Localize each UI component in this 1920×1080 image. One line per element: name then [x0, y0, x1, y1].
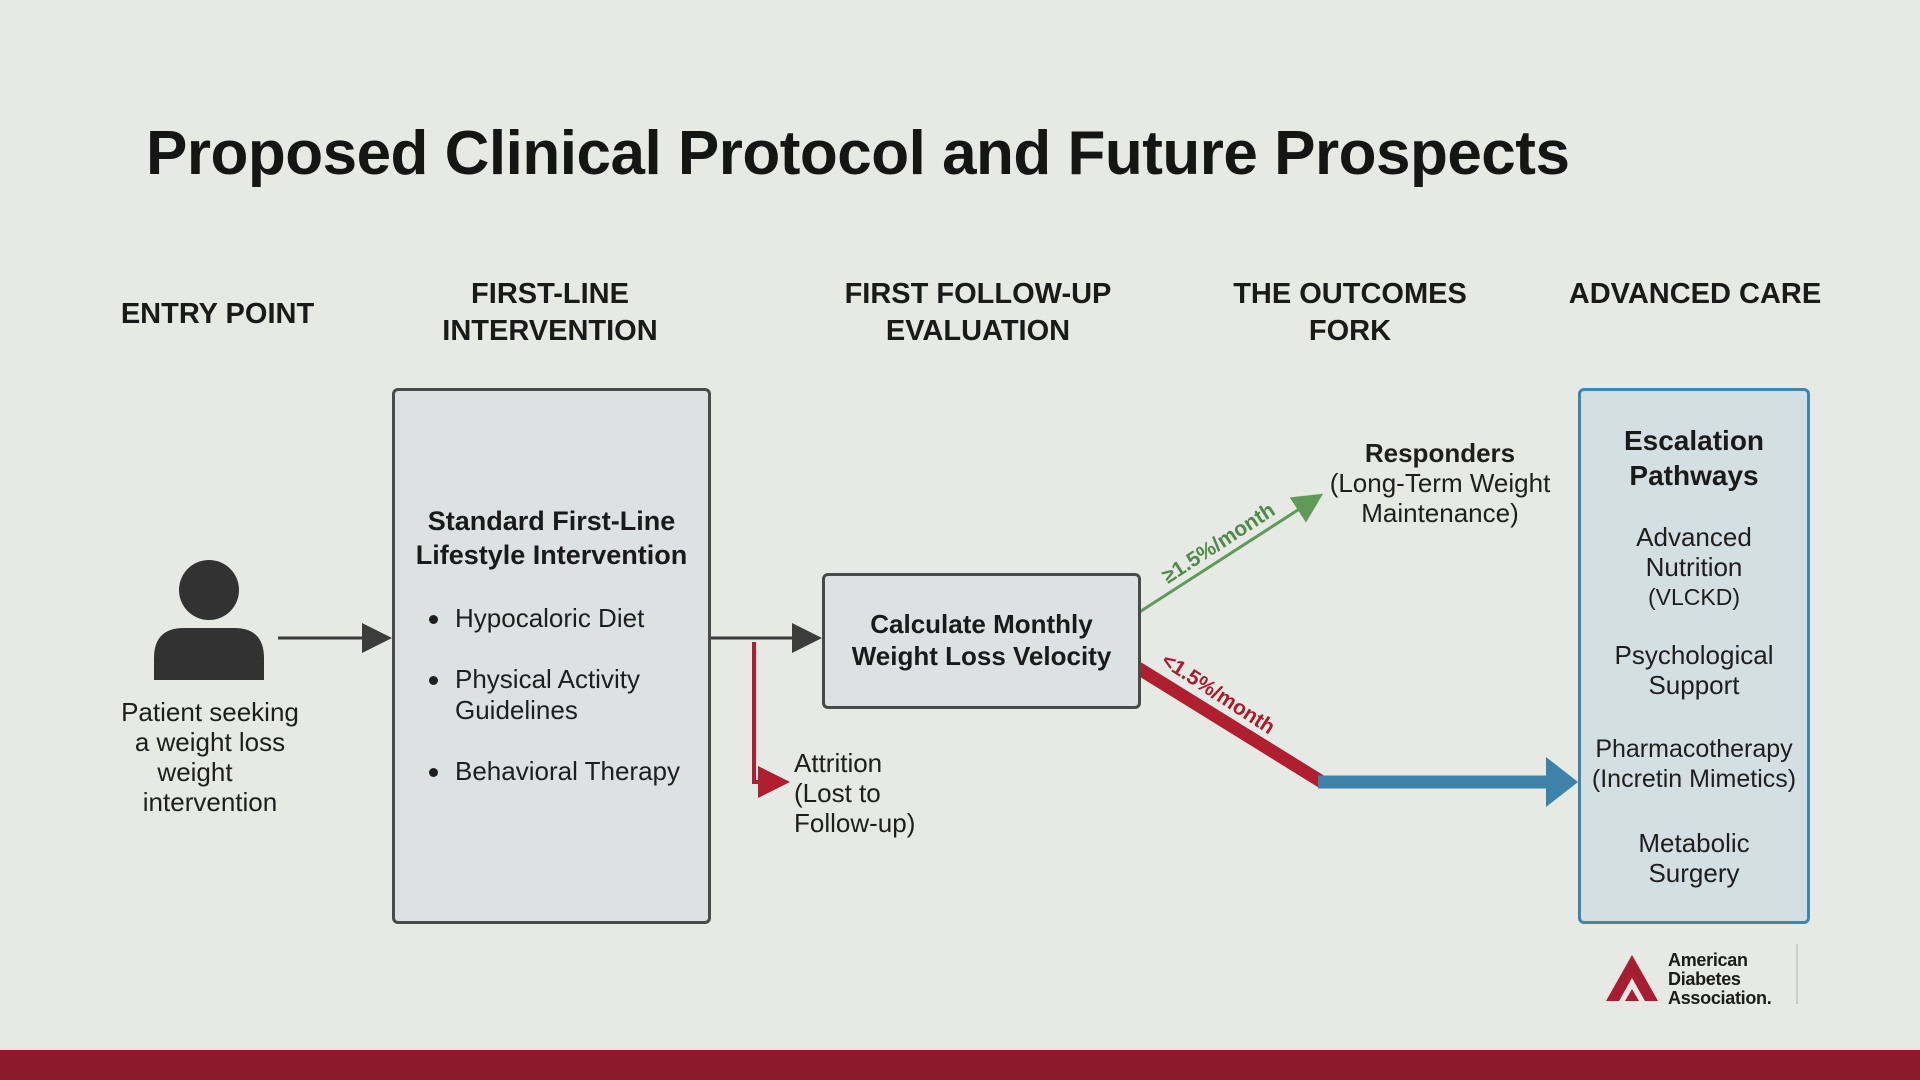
- pathway-psych-line2: Support: [1648, 670, 1740, 700]
- footer-bar: [0, 1050, 1920, 1080]
- header-advanced-care: ADVANCED CARE: [1550, 276, 1840, 313]
- responders-detail-line2: Maintenance): [1361, 498, 1519, 528]
- escalation-box-title: Escalation Pathways: [1581, 423, 1807, 493]
- intervention-item-diet: Hypocaloric Diet: [425, 603, 680, 634]
- header-outcomes-fork: THE OUTCOMES FORK: [1210, 276, 1490, 350]
- pathway-pharmacotherapy: Pharmacotherapy (Incretin Mimetics): [1581, 734, 1807, 794]
- pathway-nutrition-line1: Advanced: [1636, 522, 1752, 552]
- header-follow-up-line2: EVALUATION: [885, 315, 1071, 347]
- attrition-line1: Attrition: [794, 748, 883, 778]
- logo-divider: [1796, 944, 1798, 1004]
- header-follow-up: FIRST FOLLOW-UP EVALUATION: [820, 276, 1136, 350]
- calc-box-line2: Weight Loss Velocity: [851, 641, 1112, 671]
- intervention-item-activity: Physical Activity Guidelines: [425, 664, 680, 726]
- intervention-list: Hypocaloric Diet Physical Activity Guide…: [425, 603, 680, 817]
- escalation-title-line2: Pathways: [1629, 460, 1759, 491]
- pathway-advanced-nutrition: Advanced Nutrition (VLCKD): [1581, 522, 1807, 612]
- pathway-pharma-line1: Pharmacotherapy: [1595, 735, 1793, 763]
- weight-loss-velocity-box: Calculate Monthly Weight Loss Velocity: [822, 573, 1141, 709]
- header-first-line-line2: INTERVENTION: [442, 315, 658, 347]
- calc-box-title: Calculate Monthly Weight Loss Velocity: [825, 608, 1138, 672]
- first-line-box-title-line1: Standard First-Line: [427, 506, 676, 536]
- pathway-surgery-line1: Metabolic: [1638, 828, 1750, 858]
- ada-logo-line2: Diabetes: [1668, 969, 1741, 989]
- attrition-line3: Follow-up): [794, 808, 916, 838]
- ada-triangle-logo: [1606, 955, 1658, 1001]
- pathway-nutrition-line3: (VLCKD): [1647, 584, 1740, 610]
- header-first-line-line1: FIRST-LINE: [471, 278, 629, 310]
- entry-caption-line3: weight: [157, 757, 233, 787]
- pathway-psych-line1: Psychological: [1614, 640, 1774, 670]
- entry-caption: Patient seeking a weight loss weight int…: [100, 697, 320, 817]
- arrow-attrition: [752, 642, 790, 798]
- arrow-escalation-head: [1546, 757, 1578, 807]
- intervention-item-behavioral: Behavioral Therapy: [425, 756, 680, 787]
- header-follow-up-line1: FIRST FOLLOW-UP: [844, 278, 1112, 310]
- header-outcomes-fork-line2: FORK: [1308, 315, 1392, 347]
- arrow-non-responders: [1134, 662, 1326, 788]
- first-line-box-title-line2: Lifestyle Intervention: [415, 540, 688, 570]
- first-line-box-title: Standard First-Line Lifestyle Interventi…: [395, 504, 708, 572]
- attrition-line2: (Lost to: [794, 778, 881, 808]
- header-entry-point: ENTRY POINT: [105, 296, 330, 333]
- ada-logo-line1: American: [1668, 950, 1748, 970]
- header-first-line: FIRST-LINE INTERVENTION: [400, 276, 700, 350]
- pathway-nutrition-line2: Nutrition: [1645, 552, 1743, 582]
- header-entry-point-text: ENTRY POINT: [120, 298, 315, 330]
- intervention-item-activity-line1: Physical Activity: [455, 664, 640, 694]
- header-advanced-care-text: ADVANCED CARE: [1568, 278, 1822, 310]
- entry-caption-line1: Patient seeking: [121, 697, 299, 727]
- entry-caption-line2: a weight loss: [134, 727, 286, 757]
- label-responder-threshold: ≥1.5%/month: [1158, 498, 1279, 588]
- ada-logo-line3: Association.: [1668, 988, 1772, 1008]
- pathway-pharma-line2: (Incretin Mimetics): [1591, 765, 1797, 793]
- responders-title: Responders: [1364, 438, 1516, 468]
- escalation-title-line1: Escalation: [1623, 425, 1765, 456]
- intervention-item-activity-line2: Guidelines: [455, 695, 578, 725]
- attrition-label: Attrition (Lost to Follow-up): [794, 748, 954, 838]
- pathway-metabolic-surgery: Metabolic Surgery: [1581, 828, 1807, 888]
- escalation-pathways-box: Escalation Pathways Advanced Nutrition (…: [1578, 388, 1810, 924]
- person-icon: [154, 560, 264, 680]
- pathway-surgery-line2: Surgery: [1648, 858, 1740, 888]
- entry-caption-line4: intervention: [142, 787, 278, 817]
- pathway-psychological-support: Psychological Support: [1581, 640, 1807, 700]
- responders-outcome: Responders (Long-Term Weight Maintenance…: [1320, 438, 1560, 528]
- first-line-intervention-box: Standard First-Line Lifestyle Interventi…: [392, 388, 711, 924]
- header-outcomes-fork-line1: THE OUTCOMES: [1233, 278, 1467, 310]
- intervention-item-behavioral-text: Behavioral Therapy: [455, 756, 680, 786]
- slide-title: Proposed Clinical Protocol and Future Pr…: [146, 119, 1570, 188]
- intervention-item-diet-text: Hypocaloric Diet: [455, 603, 645, 633]
- calc-box-line1: Calculate Monthly: [870, 609, 1093, 639]
- ada-logo-text: American Diabetes Association.: [1668, 950, 1772, 1008]
- responders-detail-line1: (Long-Term Weight: [1329, 468, 1551, 498]
- arrow-responders: [1137, 493, 1324, 615]
